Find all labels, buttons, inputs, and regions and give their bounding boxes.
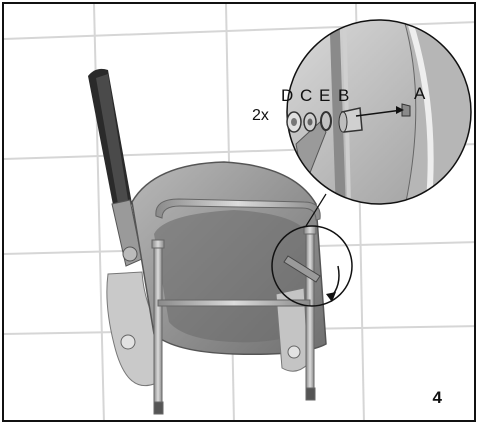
illustration-frame: 2x D C E B A 4 <box>2 2 476 422</box>
screw-icon <box>355 103 411 117</box>
spring-washer <box>320 111 332 131</box>
washer-icon <box>286 111 302 133</box>
part-label-d: D <box>281 86 293 105</box>
part-label-e: E <box>319 86 330 105</box>
spacer-sleeve <box>338 107 363 133</box>
quantity-label: 2x <box>252 107 269 124</box>
part-label-a: A <box>414 84 426 103</box>
backrest-arm <box>88 68 143 267</box>
wall-bracket-left <box>106 271 163 386</box>
part-label-c: C <box>300 86 312 105</box>
detail-circle <box>271 225 353 307</box>
part-label-b: B <box>338 86 349 105</box>
wrench-icon <box>283 255 321 283</box>
shower-seat-assembly-diagram: 2x D C E B A <box>4 4 474 420</box>
leg-frame <box>151 198 321 415</box>
nut-icon <box>303 112 317 132</box>
wall-bracket-right <box>275 287 309 372</box>
step-number: 4 <box>432 388 442 407</box>
